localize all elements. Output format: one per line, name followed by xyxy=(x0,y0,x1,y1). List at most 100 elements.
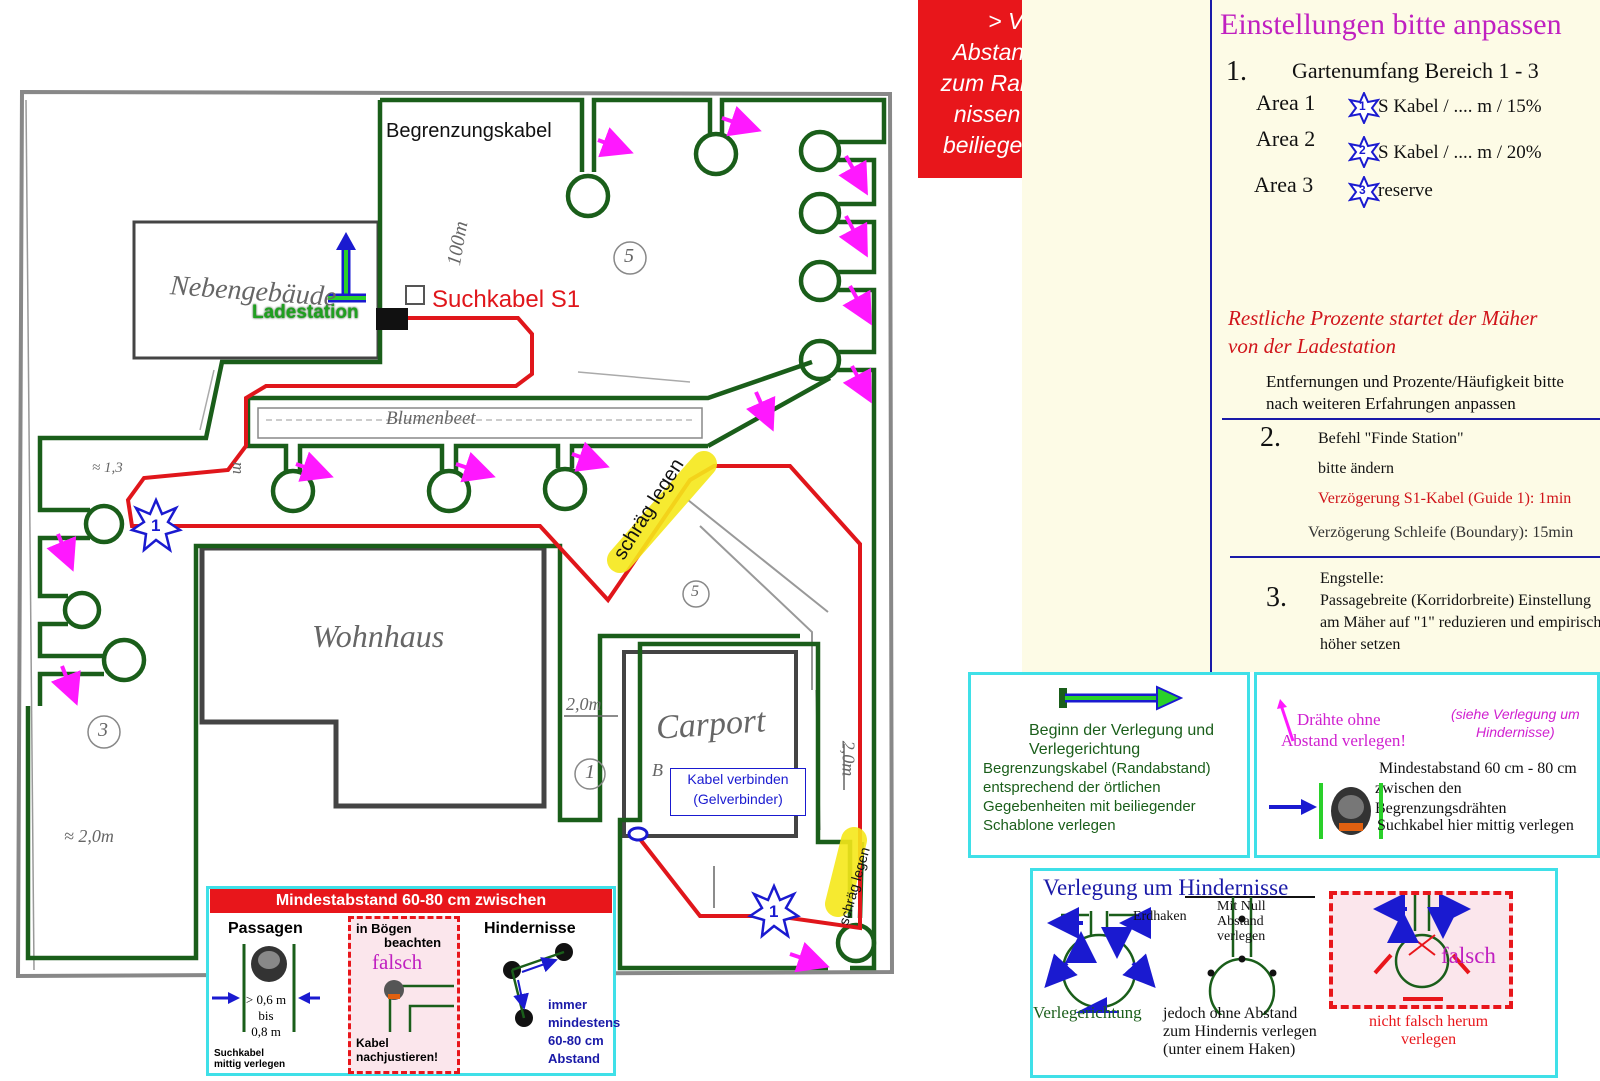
always-line2: mindestens xyxy=(548,1015,621,1030)
dim-2m-a: 2,0m xyxy=(566,694,602,714)
legend2-guide-center: Suchkabel hier mittig verlegen xyxy=(1377,817,1574,834)
legend2-wires-line2: Abstand verlegen! xyxy=(1281,731,1407,750)
section1-heading: Gartenumfang Bereich 1 - 3 xyxy=(1292,58,1539,83)
legend1-line2: Verlegerichtung xyxy=(1029,741,1141,758)
always-line1: immer xyxy=(548,997,588,1012)
obstacles-direction: Verlegerichtung xyxy=(1033,1003,1142,1022)
zero-line1: Mit Null xyxy=(1217,899,1266,914)
carport xyxy=(622,650,798,838)
zero-gap-diagram xyxy=(1185,896,1315,1015)
highlight-bottom xyxy=(825,827,867,917)
dim-2m-c: ≈ 2,0m xyxy=(64,826,114,846)
wrong-way-box: falsch xyxy=(1329,891,1513,1009)
section3-line4: höher setzen xyxy=(1320,636,1401,653)
no-gap-arrows xyxy=(46,105,872,973)
legend2-min-line1: Mindestabstand 60 cm - 80 cm xyxy=(1379,760,1577,777)
adjust-line1: Entfernungen und Prozente/Häufigkeit bit… xyxy=(1266,372,1564,391)
flowerbed-label: Blumenbeet xyxy=(386,408,476,429)
wrong-way-line2: verlegen xyxy=(1401,1031,1457,1048)
passage-mower-icon xyxy=(212,944,320,1032)
bends-line1: in Bögen xyxy=(356,921,412,936)
legend2-see-line2: Hindernisse) xyxy=(1476,724,1555,740)
no-gap-line2: zum Hindernis verlegen xyxy=(1163,1023,1317,1040)
area1-star-icon xyxy=(1347,90,1381,129)
area3-text: reserve xyxy=(1378,180,1433,201)
bend-diagram xyxy=(384,980,454,1032)
start-arrow-icon xyxy=(1059,685,1183,711)
section1-number: 1. xyxy=(1226,56,1247,87)
area3-star-number: 3 xyxy=(1359,183,1366,197)
bends-box xyxy=(348,916,460,1074)
section2-line3: Verzögerung S1-Kabel (Guide 1): 1min xyxy=(1318,490,1572,507)
dim-m: m xyxy=(229,461,249,475)
passages-title: Passagen xyxy=(228,920,303,937)
cable-connector xyxy=(627,826,649,842)
obstacles-spacing-title: Hindernisse xyxy=(484,920,576,937)
section2-number: 2. xyxy=(1260,422,1281,453)
wrong-loop-diagram xyxy=(1373,895,1471,1001)
flowerbed xyxy=(257,407,703,439)
adjust-line2: nach weiteren Erfahrungen anpassen xyxy=(1266,394,1516,413)
legend1-line1: Beginn der Verlegung und xyxy=(1029,722,1215,739)
no-gap-line3: (unter einem Haken) xyxy=(1163,1041,1296,1058)
spacing-guide2: mittig verlegen xyxy=(214,1059,286,1070)
obstacles-title: Verlegung um Hindernisse xyxy=(1043,875,1289,900)
legend2-min-line2: zwischen den Begrenzungsdrähten xyxy=(1375,780,1507,817)
area2-star-icon xyxy=(747,882,801,939)
readjust-line2: nachjustieren! xyxy=(356,1050,439,1064)
section3-line3: am Mäher auf "1" reduzieren und empirisc… xyxy=(1320,614,1600,631)
dim-1-3: ≈ 1,3 xyxy=(92,460,123,476)
property-outline xyxy=(15,89,895,979)
connector-note: Kabel verbinden (Gelverbinder) xyxy=(670,768,806,816)
zone-5b-label: 5 xyxy=(691,583,699,600)
legend2-see-line1: (siehe Verlegung um xyxy=(1451,706,1580,722)
connector-note-line1: Kabel verbinden xyxy=(687,771,789,787)
guide-cable-label: Suchkabel S1 xyxy=(432,286,581,313)
section2-line2: bitte ändern xyxy=(1318,460,1394,477)
legend1-line4: entsprechend der örtlichen xyxy=(983,779,1161,796)
obstacle-laying-box: Verlegung um Hindernisse Verlegerichtung… xyxy=(1030,868,1558,1078)
divider-2 xyxy=(1230,556,1600,558)
spacing-header: Mindestabstand 60-80 cm zwischen Begrenz… xyxy=(210,889,612,933)
mower-between-wires-icon xyxy=(1269,783,1383,839)
zero-line3: verlegen xyxy=(1217,929,1266,944)
highlight-top xyxy=(607,451,717,573)
wrong-way-line1: nicht falsch herum xyxy=(1369,1013,1489,1030)
zone-3-label: 3 xyxy=(98,719,108,741)
charging-arrow-icon xyxy=(328,232,366,303)
guide-cable-s1 xyxy=(125,316,862,931)
divider-1 xyxy=(1222,418,1600,420)
panel-background xyxy=(1022,0,1210,672)
settings-title: Einstellungen bitte anpassen xyxy=(1220,8,1562,41)
magenta-arrow-icon xyxy=(1277,699,1295,742)
area3-label: Area 3 xyxy=(1254,172,1314,197)
area1-star-icon xyxy=(129,496,183,553)
legend1-line6: Schablone verlegen xyxy=(983,817,1116,834)
wrong-label: falsch xyxy=(1441,943,1496,968)
star2-number: 1 xyxy=(769,902,779,921)
carport-sub-label: B xyxy=(652,760,663,780)
boundary-cable-label: Begrenzungskabel xyxy=(386,120,552,142)
always-line3: 60-80 cm xyxy=(548,1033,604,1048)
legend1-line5: Gegebenheiten mit beiliegender xyxy=(983,798,1196,815)
measure-line2: bis xyxy=(258,1008,274,1023)
dim-2m-b: 2,0m xyxy=(838,740,859,777)
charging-station-block xyxy=(376,308,408,330)
spacing-guide1: Suchkabel xyxy=(214,1048,265,1059)
settings-panel: Einstellungen bitte anpassen 1. Gartenum… xyxy=(1210,0,1600,672)
readjust-line1: Kabel xyxy=(356,1036,389,1050)
section3-line1: Engstelle: xyxy=(1320,570,1384,587)
obstacle-spacing-diagram xyxy=(503,943,573,1027)
section2-line4: Verzögerung Schleife (Boundary): 15min xyxy=(1308,524,1574,541)
zone-1-label: 1 xyxy=(585,761,595,783)
remaining-line1: Restliche Prozente startet der Mäher xyxy=(1228,306,1538,330)
carport-label: Carport xyxy=(654,702,767,747)
zone-5a-label: 5 xyxy=(624,245,634,267)
area1-star-number: 1 xyxy=(1359,99,1366,113)
correct-loop-diagram xyxy=(1044,907,1156,1013)
measure-line3: 0,8 m xyxy=(251,1024,281,1039)
area1-label: Area 1 xyxy=(1256,90,1316,115)
remaining-line2: von der Ladestation xyxy=(1228,334,1396,358)
measure-line1: > 0,6 m xyxy=(245,992,287,1007)
